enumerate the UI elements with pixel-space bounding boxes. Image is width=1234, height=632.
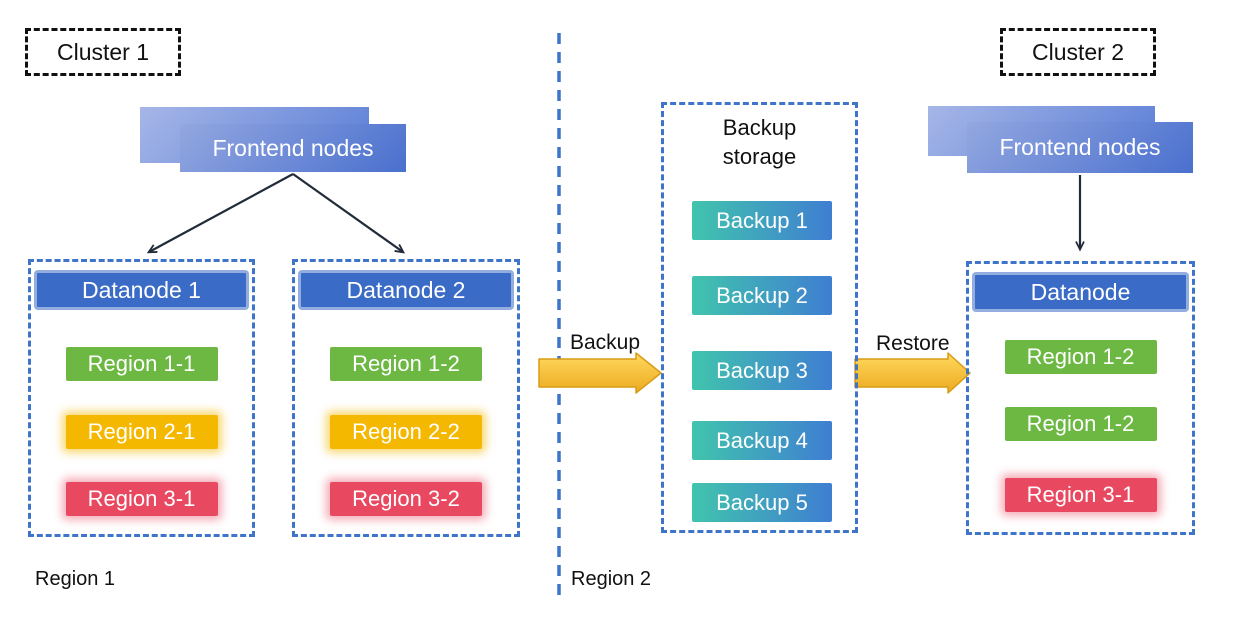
- backup-box: Backup 3: [692, 351, 832, 390]
- region-label: Region 3-1: [1026, 482, 1135, 507]
- backup-storage-title: Backup storage: [722, 115, 797, 169]
- backup-box-label: Backup 5: [716, 489, 808, 515]
- backup-box: Backup 1: [692, 201, 832, 240]
- cluster2-datanode-title: Datanode: [1030, 278, 1131, 305]
- region-box: Region 2-2: [330, 415, 482, 449]
- backup-flow-label-text: Backup: [570, 331, 641, 354]
- backup-box-label: Backup 1: [716, 207, 808, 233]
- region-box: Region 1-2: [330, 347, 482, 381]
- region-box: Region 1-2: [1004, 407, 1157, 441]
- datanode1-title: Datanode 1: [82, 276, 201, 303]
- region-label: Region 2-2: [352, 419, 460, 444]
- cluster2-datanode-container: Datanode Region 1-2 Region 1-2 Region 3-…: [966, 261, 1195, 535]
- backup-box-label: Backup 2: [716, 282, 808, 308]
- datanode1-container: Datanode 1 Region 1-1 Region 2-1 Region …: [28, 259, 255, 537]
- backup-box-label: Backup 4: [716, 427, 808, 453]
- region-label: Region 1-2: [1026, 344, 1135, 369]
- region-box: Region 3-1: [1004, 478, 1157, 512]
- region-label: Region 1-2: [352, 351, 460, 376]
- frontend-to-datanode1-arrow-icon: [149, 173, 294, 252]
- cluster1-label-text: Cluster 1: [56, 38, 150, 65]
- cluster2-frontend-nodes-box: Frontend nodes: [967, 122, 1193, 173]
- region-box: Region 3-1: [65, 482, 218, 516]
- region-box: Region 1-1: [65, 347, 218, 381]
- backup-box: Backup 2: [692, 276, 832, 315]
- restore-flow-label: Restore: [876, 332, 950, 356]
- datanode2-title: Datanode 2: [346, 276, 466, 303]
- region-box: Region 1-2: [1004, 340, 1157, 374]
- cluster2-datanode-header: Datanode: [972, 272, 1189, 312]
- backup-storage-container: Backup storage Backup 1 Backup 2 Backup …: [661, 102, 858, 533]
- cluster2-label: Cluster 2: [1000, 28, 1156, 76]
- restore-flow-arrow-icon: [854, 352, 971, 394]
- region1-zone-label-text: Region 1: [35, 568, 116, 590]
- restore-flow-label-text: Restore: [876, 332, 950, 355]
- cluster1-frontend-nodes-box: Frontend nodes: [180, 124, 406, 172]
- backup-box: Backup 4: [692, 421, 832, 460]
- datanode2-header: Datanode 2: [298, 270, 514, 310]
- cluster1-frontend-label: Frontend nodes: [212, 134, 374, 161]
- region-label: Region 2-1: [87, 419, 196, 444]
- frontend-to-datanode2-arrow-icon: [292, 173, 403, 252]
- region-label: Region 1-1: [87, 351, 196, 376]
- backup-flow-label: Backup: [570, 331, 640, 355]
- backup-box-label: Backup 3: [716, 357, 808, 383]
- datanode1-header: Datanode 1: [34, 270, 249, 310]
- region-label: Region 3-1: [87, 486, 196, 511]
- backup-box: Backup 5: [692, 483, 832, 522]
- region-label: Region 3-2: [352, 486, 460, 511]
- cluster2-label-text: Cluster 2: [1031, 38, 1125, 65]
- backup-flow-arrow-icon: [538, 352, 662, 394]
- cluster2-frontend-label: Frontend nodes: [999, 134, 1161, 160]
- region2-zone-label: Region 2: [571, 568, 651, 591]
- region1-zone-label: Region 1: [35, 568, 115, 591]
- region-box: Region 3-2: [330, 482, 482, 516]
- region2-zone-label-text: Region 2: [571, 568, 652, 590]
- region-box: Region 2-1: [65, 415, 218, 449]
- datanode2-container: Datanode 2 Region 1-2 Region 2-2 Region …: [292, 259, 520, 537]
- cluster1-label: Cluster 1: [25, 28, 181, 76]
- region-label: Region 1-2: [1026, 411, 1135, 436]
